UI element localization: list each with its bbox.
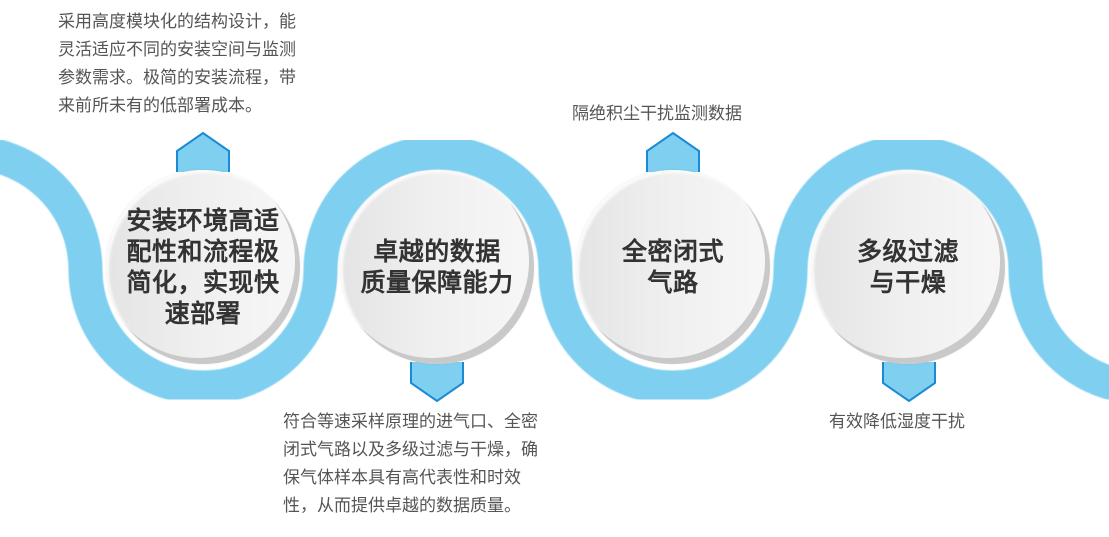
down-pointer-icon <box>410 362 464 402</box>
step-2-circle: 卓越的数据 质量保障能力 <box>340 170 534 364</box>
step-4-circle: 多级过滤 与干燥 <box>811 170 1005 364</box>
step-1-title: 安装环境高适 配性和流程极 简化，实现快 速部署 <box>126 206 280 328</box>
up-pointer-icon <box>646 132 700 172</box>
step-4-description: 有效降低湿度干扰 <box>829 412 965 432</box>
step-2-description: 符合等速采样原理的进气口、全密 闭式气路以及多级过滤与干燥，确 保气体样本具有高… <box>283 412 538 516</box>
step-3-description: 隔绝积尘干扰监测数据 <box>572 104 742 124</box>
step-1-description: 采用高度模块化的结构设计，能 灵活适应不同的安装空间与监测 参数需求。极简的安装… <box>58 12 296 116</box>
step-2-title: 卓越的数据 质量保障能力 <box>360 237 514 297</box>
step-3-title: 全密闭式 气路 <box>621 237 724 297</box>
down-pointer-icon <box>882 362 936 402</box>
up-pointer-icon <box>176 132 230 172</box>
step-1-circle: 安装环境高适 配性和流程极 简化，实现快 速部署 <box>106 170 300 364</box>
step-4-title: 多级过滤 与干燥 <box>856 237 959 297</box>
step-3-circle: 全密闭式 气路 <box>576 170 770 364</box>
